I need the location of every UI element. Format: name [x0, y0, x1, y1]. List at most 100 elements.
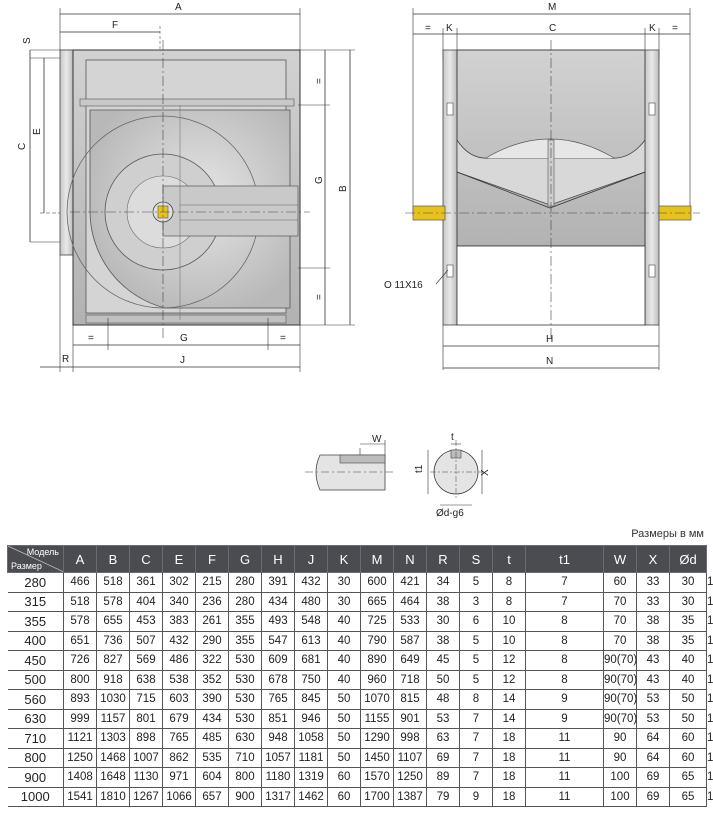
table-cell: 718 [393, 669, 427, 690]
column-header: t1 [525, 545, 604, 573]
table-cell: 665 [360, 591, 394, 612]
table-cell: 1387 [393, 786, 427, 807]
table-cell: 1468 [96, 747, 130, 768]
column-header: B [96, 545, 130, 573]
table-cell: 390 [195, 689, 229, 710]
table-cell: 18 [492, 747, 526, 768]
table-cell: 60 [669, 747, 707, 768]
table-cell: 30 [327, 591, 361, 612]
table-cell: 383 [162, 611, 196, 632]
table-cell: 60 [327, 786, 361, 807]
dim-eq-bottom-right: = [280, 333, 286, 344]
table-cell: 63 [426, 728, 460, 749]
table-cell: 8 [525, 630, 604, 651]
table-cell: 100 [603, 767, 637, 788]
table-header-row: Модель Размер ABCEFGHJKMNRStt1WXØdLxV [7, 545, 713, 573]
table-cell: 40 [327, 650, 361, 671]
table-cell: 5 [459, 669, 493, 690]
table-cell: 1058 [294, 728, 328, 749]
table-cell: 530 [228, 708, 262, 729]
table-cell: 679 [162, 708, 196, 729]
front-view: A F S C E [17, 2, 355, 372]
table-cell: 518 [63, 591, 97, 612]
shaft-label-w: W [372, 434, 382, 445]
table-cell: 1541 [63, 786, 97, 807]
table-cell: 609 [261, 650, 295, 671]
size-cell: 710 [7, 728, 64, 749]
size-cell: 560 [7, 689, 64, 710]
table-cell: 7 [459, 767, 493, 788]
table-cell: 530 [228, 650, 262, 671]
table-cell: 40 [669, 650, 707, 671]
table-cell: 65 [669, 767, 707, 788]
table-cell: 3 [459, 591, 493, 612]
table-cell: 48 [426, 689, 460, 710]
dim-label-n: N [546, 356, 553, 367]
dim-eq-bottom-left: = [88, 333, 94, 344]
table-cell: 90(70) [603, 708, 637, 729]
dim-label-r: R [62, 354, 69, 365]
table-cell: 9 [525, 708, 604, 729]
table-cell: 657 [195, 786, 229, 807]
dim-eq-side-left: = [425, 23, 431, 34]
table-cell: 391 [261, 572, 295, 593]
dim-eq-right-bottom: = [314, 294, 325, 300]
table-cell: 421 [393, 572, 427, 593]
table-cell: 790 [360, 630, 394, 651]
dim-label-a: A [175, 2, 182, 13]
table-cell: 45 [426, 650, 460, 671]
table-cell: 33 [636, 572, 670, 593]
table-cell: 89 [426, 767, 460, 788]
table-cell: 466 [63, 572, 97, 593]
table-cell: 1317 [261, 786, 295, 807]
table-cell: 918 [96, 669, 130, 690]
table-cell: 69 [636, 767, 670, 788]
table-cell: 480 [294, 591, 328, 612]
table-cell: 14 [492, 708, 526, 729]
table-cell: 1121 [63, 728, 97, 749]
table-cell: 655 [96, 611, 130, 632]
table-cell: 862 [162, 747, 196, 768]
table-cell: 603 [162, 689, 196, 710]
table-cell: 12 [492, 669, 526, 690]
table-cell: 10 [492, 630, 526, 651]
table-cell: 649 [393, 650, 427, 671]
table-cell: 960 [360, 669, 394, 690]
table-cell: 33 [636, 591, 670, 612]
table-cell: 1570 [360, 767, 394, 788]
table-cell: 70 [603, 591, 637, 612]
table-cell: 486 [162, 650, 196, 671]
table-cell: 800 [228, 767, 262, 788]
table-cell: 999 [63, 708, 97, 729]
table-cell: 1648 [96, 767, 130, 788]
dim-label-f: F [112, 20, 118, 31]
table-cell: 35 [669, 611, 707, 632]
table-cell: 40 [669, 669, 707, 690]
table-cell: 9 [525, 689, 604, 710]
table-cell: 60 [327, 767, 361, 788]
table-cell: 1066 [162, 786, 196, 807]
side-view: M = K C K = O 11X16 [384, 2, 700, 370]
table-cell: 1070 [360, 689, 394, 710]
table-cell: 630 [228, 728, 262, 749]
table-cell: 1810 [96, 786, 130, 807]
table-cell: 1007 [129, 747, 163, 768]
table-cell: 30 [669, 591, 707, 612]
table-cell: 890 [360, 650, 394, 671]
table-cell: 726 [63, 650, 97, 671]
table-cell: 40 [327, 669, 361, 690]
table-cell: 578 [96, 591, 130, 612]
table-cell: 70 [603, 611, 637, 632]
table-cell: 8 [525, 650, 604, 671]
table-cell: 8 [525, 611, 604, 632]
dimensions-table: Модель Размер ABCEFGHJKMNRStt1WXØdLxV 28… [7, 545, 713, 807]
table-cell: 725 [360, 611, 394, 632]
size-cell: 1000 [7, 786, 64, 807]
table-cell: 43 [636, 650, 670, 671]
table-cell: 800 [63, 669, 97, 690]
table-cell: 569 [129, 650, 163, 671]
